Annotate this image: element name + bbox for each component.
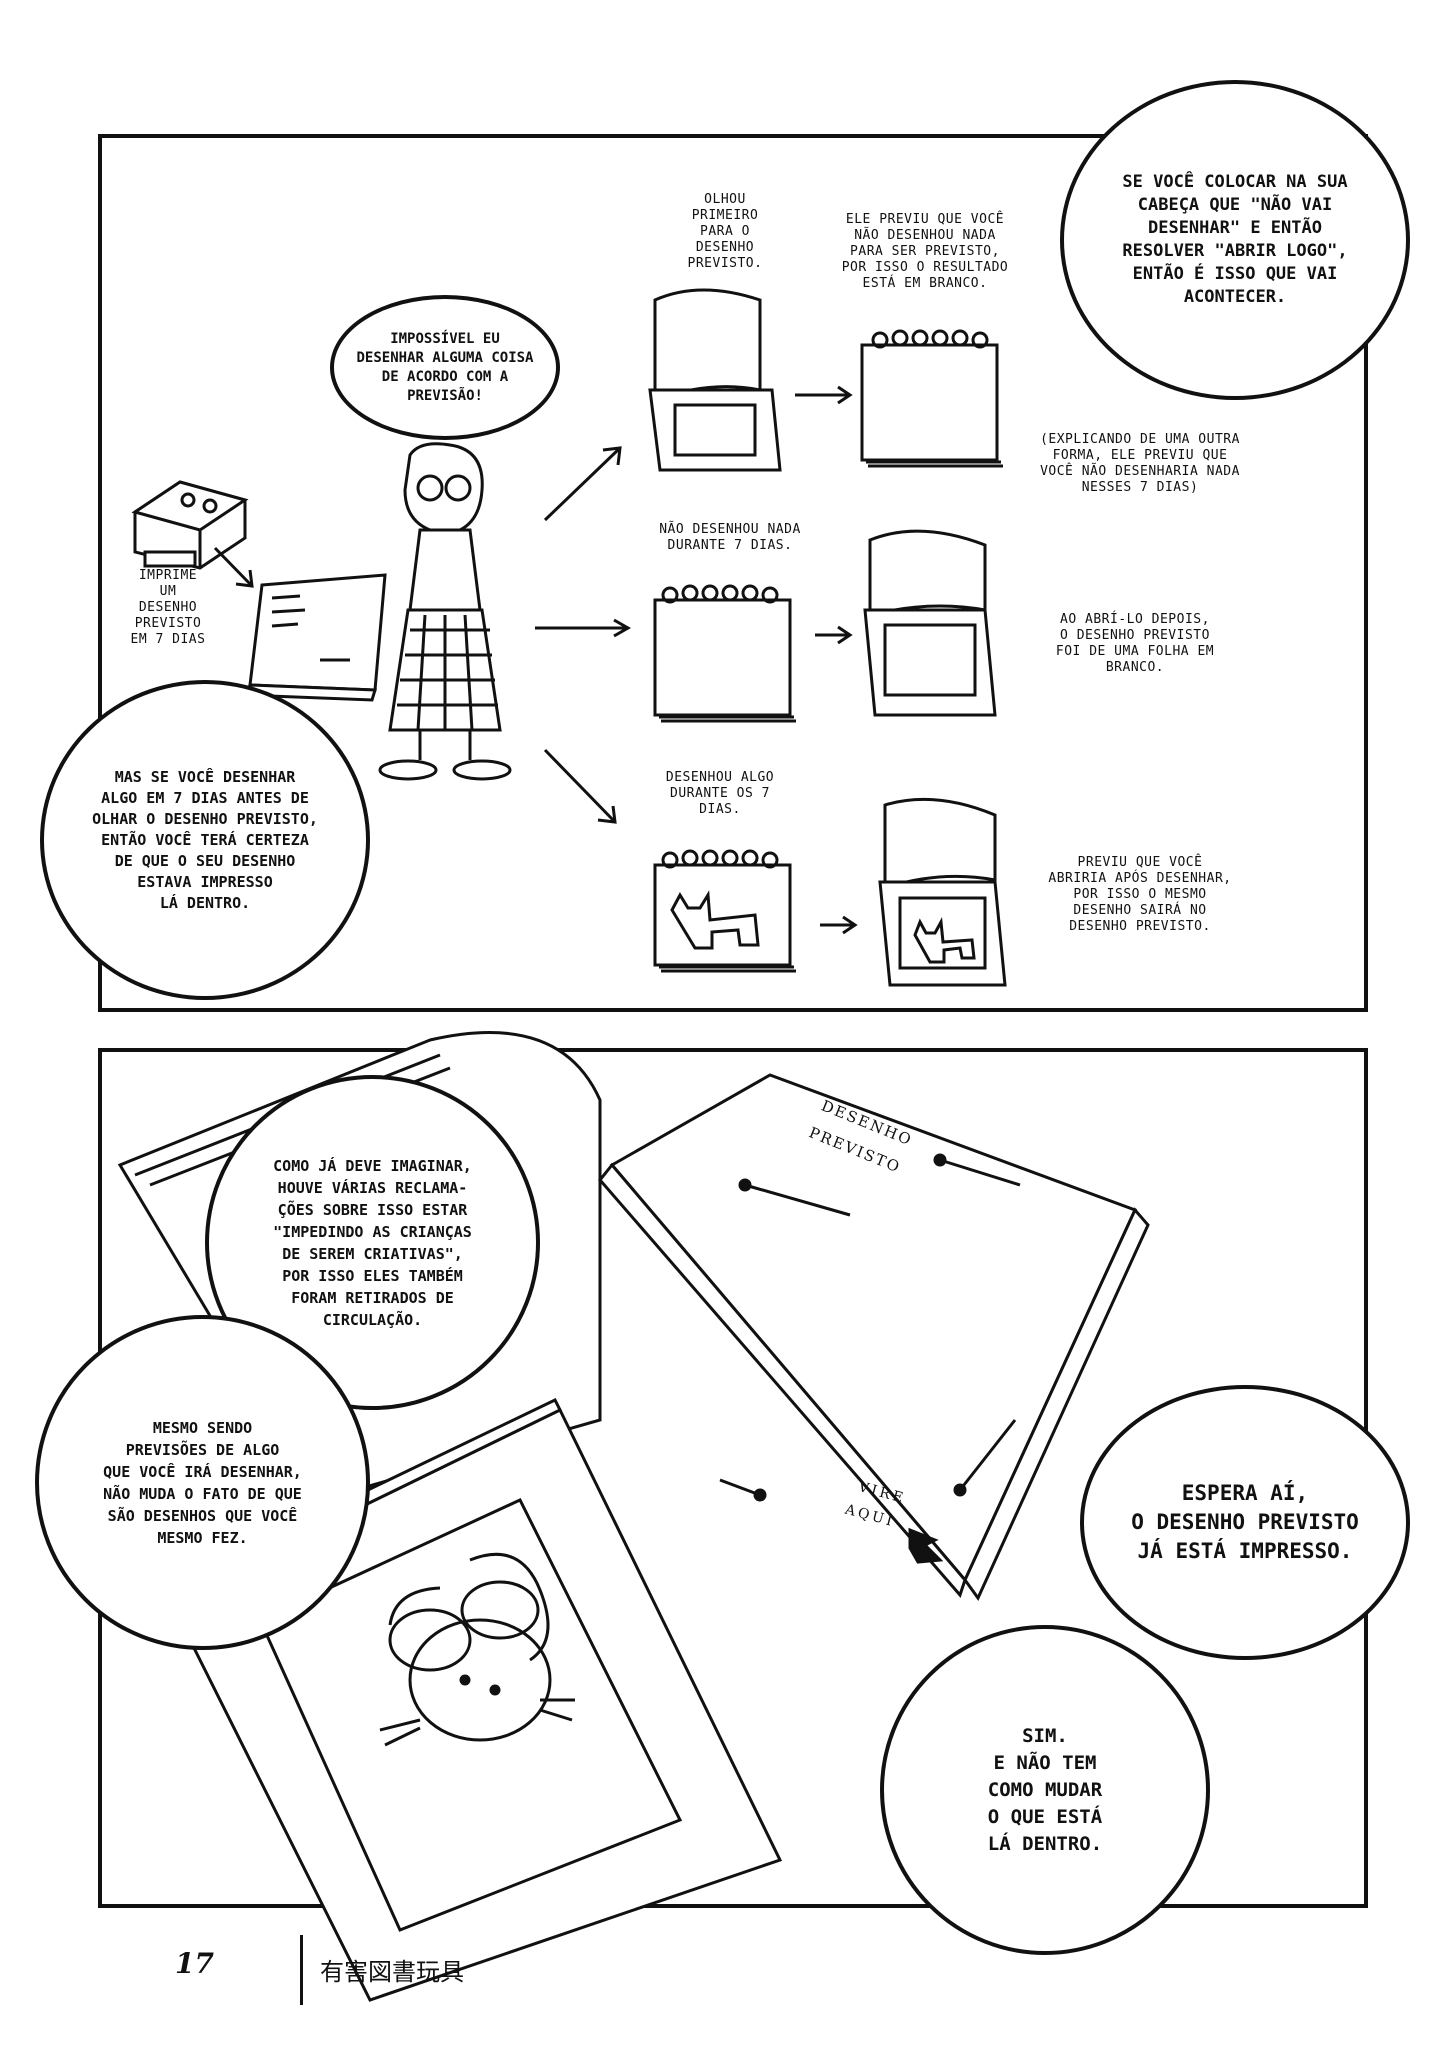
cat-booklet-row3: [653, 849, 796, 973]
caption-predicted-nothing: ELE PREVIU QUE VOCÊ NÃO DESENHOU NADA PA…: [841, 212, 1009, 291]
closed-booklet-row2: [653, 584, 796, 723]
caption-explaining: (EXPLICANDO DE UMA OUTRA FORMA, ELE PREV…: [1040, 432, 1240, 495]
caption-opened-later: AO ABRÍ-LO DEPOIS, O DESENHO PREVISTO FO…: [1055, 612, 1215, 675]
printed-sheet: [243, 573, 387, 702]
prediction-sheet: [598, 1073, 1150, 1601]
opened-booklet-row2: [863, 529, 997, 717]
printer-machine: [131, 480, 249, 570]
page-number: 17: [175, 1947, 214, 1980]
girl-figure: [378, 442, 512, 781]
closed-booklet-row1: [860, 329, 1003, 468]
opened-booklet-row1: [648, 288, 782, 472]
caption-predicted-open: PREVIU QUE VOCÊ ABRIRIA APÓS DESENHAR, P…: [1048, 855, 1232, 934]
series-title: 有害図書玩具: [320, 1958, 464, 1986]
caption-drew-nothing: NÃO DESENHOU NADA DURANTE 7 DIAS.: [659, 522, 801, 553]
mouse-drawing: [379, 1552, 575, 1747]
speech-bubble-even-being: MESMO SENDO PREVISÕES DE ALGO QUE VOCÊ I…: [35, 1315, 370, 1650]
speech-bubble-wait: ESPERA AÍ, O DESENHO PREVISTO JÁ ESTÁ IM…: [1080, 1385, 1410, 1660]
speech-bubble-if-you-decide: SE VOCÊ COLOCAR NA SUA CABEÇA QUE "NÃO V…: [1060, 80, 1410, 400]
caption-looked-first: OLHOU PRIMEIRO PARA O DESENHO PREVISTO.: [687, 192, 763, 271]
opened-cat-booklet-row3: [878, 797, 1007, 987]
speech-bubble-yes: SIM. E NÃO TEM COMO MUDAR O QUE ESTÁ LÁ …: [880, 1625, 1210, 1955]
caption-drew-something: DESENHOU ALGO DURANTE OS 7 DIAS.: [665, 770, 775, 817]
speech-bubble-but-if-you-draw: MAS SE VOCÊ DESENHAR ALGO EM 7 DIAS ANTE…: [40, 680, 370, 1000]
footer-divider: [300, 1935, 303, 2005]
speech-bubble-impossible: IMPOSSÍVEL EU DESENHAR ALGUMA COISA DE A…: [330, 295, 560, 440]
caption-prints-drawing: IMPRIME UM DESENHO PREVISTO EM 7 DIAS: [130, 568, 206, 647]
